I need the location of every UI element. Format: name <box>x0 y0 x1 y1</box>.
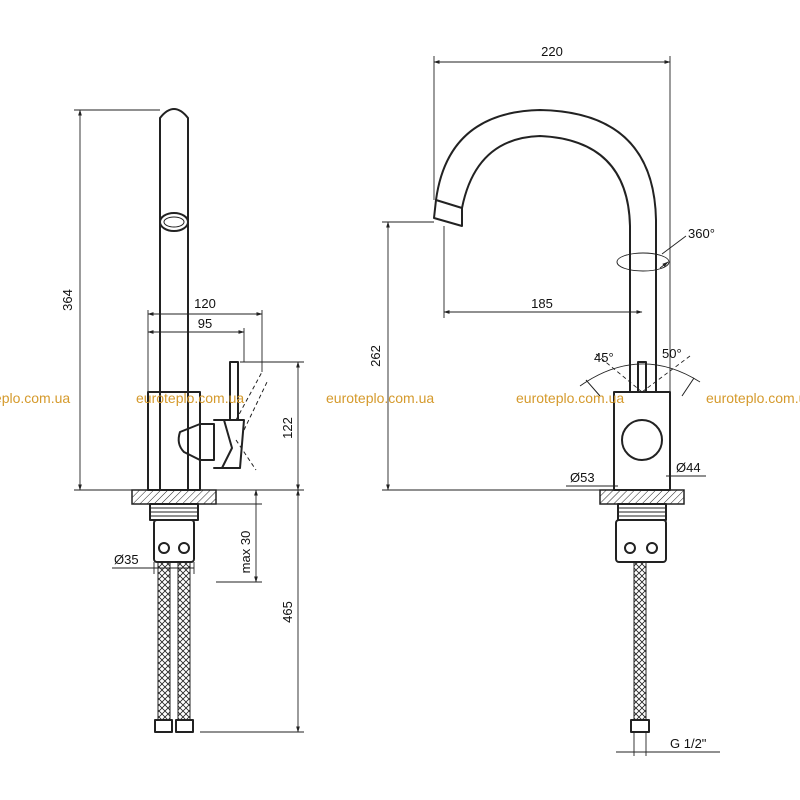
dim-45: 45° <box>594 350 614 365</box>
side-view: 364 120 95 122 max 30 465 Ø35 <box>60 108 304 733</box>
front-spout-inner <box>461 135 631 393</box>
side-spout-tube <box>159 108 189 491</box>
dim-50: 50° <box>662 346 682 361</box>
dim-360: 360° <box>688 226 715 241</box>
rotation-indicator <box>616 252 670 272</box>
dim-d53: Ø53 <box>570 470 595 485</box>
side-base-plate <box>131 489 217 505</box>
front-connector <box>615 519 667 563</box>
side-lever-block <box>177 423 201 461</box>
front-spout-outer <box>435 109 657 393</box>
dim-465: 465 <box>280 601 295 623</box>
dim-120: 120 <box>194 296 216 311</box>
side-body <box>147 391 201 491</box>
dim-95: 95 <box>198 316 212 331</box>
dim-d35: Ø35 <box>114 552 139 567</box>
watermark-5: euroteplo.com.ua <box>706 390 800 406</box>
watermark-2: euroteplo.com.ua <box>136 390 244 406</box>
dim-185: 185 <box>531 296 553 311</box>
dim-220: 220 <box>541 44 563 59</box>
side-hose-right <box>177 561 191 721</box>
dim-thread: G 1/2" <box>670 736 707 751</box>
front-lever-handle <box>637 361 647 393</box>
watermark-row: euroteplo.com.ua euroteplo.com.ua eurote… <box>0 390 800 406</box>
dim-364: 364 <box>60 289 75 311</box>
dim-262: 262 <box>368 345 383 367</box>
dim-d44: Ø44 <box>676 460 701 475</box>
dim-max-30: max 30 <box>238 531 253 574</box>
dim-122: 122 <box>280 417 295 439</box>
side-lever-handle <box>229 361 239 421</box>
front-hose <box>633 561 647 721</box>
watermark-4: euroteplo.com.ua <box>516 390 624 406</box>
front-cartridge <box>621 419 663 461</box>
side-aerator <box>159 212 189 232</box>
side-connector <box>153 519 195 563</box>
side-hose-left <box>157 561 171 721</box>
front-base-plate <box>599 489 685 505</box>
front-view: 220 262 185 360° 45° 50° Ø53 Ø44 G 1/2" <box>368 44 720 756</box>
front-spout-tip <box>433 199 463 227</box>
watermark-3: euroteplo.com.ua <box>326 390 434 406</box>
watermark-1: euroteplo.com.ua <box>0 390 70 406</box>
